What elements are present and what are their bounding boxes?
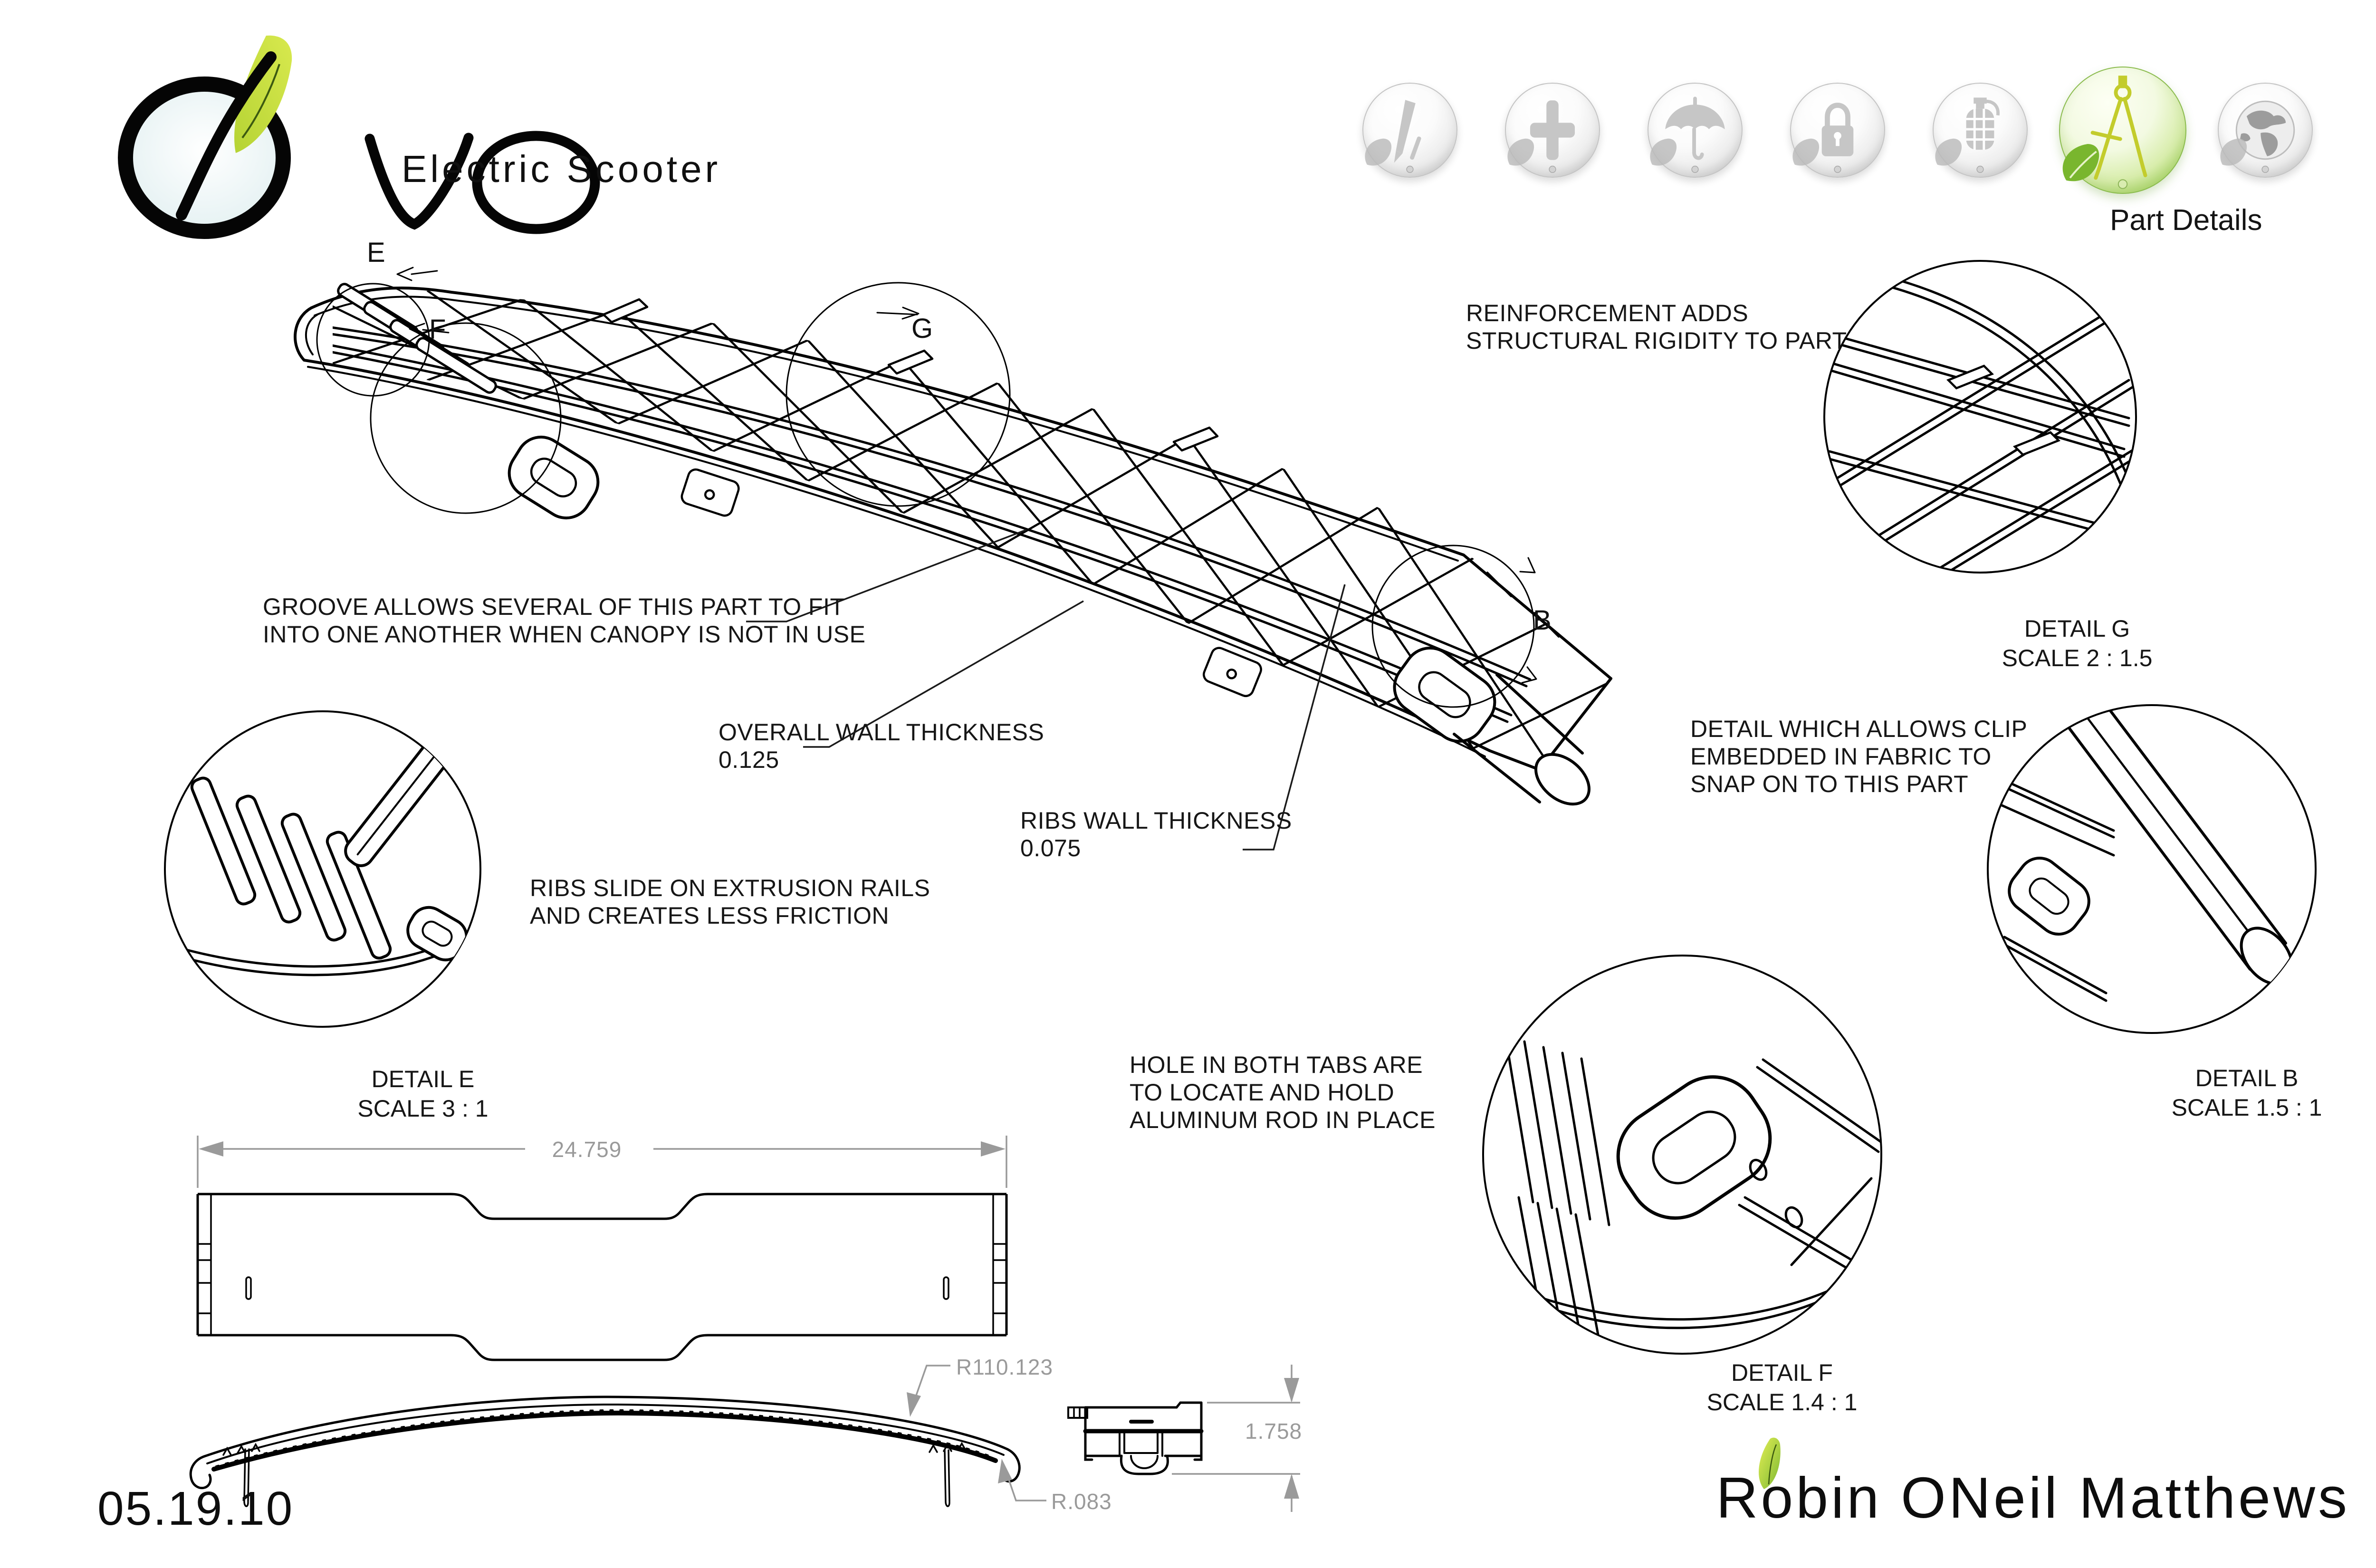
detail-b-label: DETAIL B SCALE 1.5 : 1 <box>2123 1063 2370 1122</box>
screw-dot <box>2261 165 2269 173</box>
plus-icon <box>1507 100 1575 173</box>
detail-f-view <box>1482 955 1882 1355</box>
side-profile-view <box>189 1396 1021 1507</box>
grenade-button[interactable] <box>1933 83 2028 178</box>
detail-g-view <box>1823 260 2137 574</box>
umbrella-button[interactable] <box>1648 83 1743 178</box>
detail-f-label: DETAIL F SCALE 1.4 : 1 <box>1658 1358 1906 1417</box>
toolbar: Part Details <box>0 0 2376 247</box>
logo-vo-letters <box>364 131 600 234</box>
section-height-dimension <box>1172 1365 1300 1512</box>
view-letter-e: E <box>367 237 385 268</box>
detail-f-scale: SCALE 1.4 : 1 <box>1706 1389 1858 1415</box>
leaf-overlay-icon <box>1650 138 1677 166</box>
radius-dimensions <box>907 1365 1046 1501</box>
detail-e-label: DETAIL E SCALE 3 : 1 <box>299 1064 546 1123</box>
globe-button[interactable] <box>2218 83 2313 178</box>
leaf-overlay-icon <box>1507 138 1534 166</box>
logo-o-mark <box>118 35 292 239</box>
detail-g-scale: SCALE 2 : 1.5 <box>2002 645 2153 671</box>
screw-dot <box>2117 179 2128 189</box>
pencil-icon <box>1365 100 1421 173</box>
leaf-overlay-icon <box>1792 138 1820 166</box>
ovo-logo <box>118 35 600 239</box>
logo-tagline: Electric Scooter <box>402 148 721 190</box>
annotation-clip-detail: DETAIL WHICH ALLOWS CLIP EMBEDDED IN FAB… <box>1690 716 2028 797</box>
detail-b-view <box>1987 704 2317 1034</box>
leaf-overlay-icon <box>2220 138 2247 166</box>
detail-g-label: DETAIL G SCALE 2 : 1.5 <box>1954 614 2201 673</box>
compass-icon <box>2062 76 2147 189</box>
annotation-overall-wall: OVERALL WALL THICKNESS 0.125 <box>719 719 1044 773</box>
detail-g-title: DETAIL G <box>2024 615 2130 642</box>
leaf-overlay-icon <box>1935 138 1962 166</box>
annotation-groove: GROOVE ALLOWS SEVERAL OF THIS PART TO FI… <box>263 593 866 648</box>
compass-button-active[interactable] <box>2059 67 2186 194</box>
detail-e-scale: SCALE 3 : 1 <box>357 1095 489 1122</box>
canopy-radius-value: R110.123 <box>956 1355 1054 1379</box>
pencil-button[interactable] <box>1362 83 1457 178</box>
overall-width-value: 24.759 <box>552 1137 622 1162</box>
detail-b-title: DETAIL B <box>2195 1065 2299 1091</box>
screw-dot <box>1406 165 1414 173</box>
leaf-overlay-icon <box>2062 144 2099 182</box>
view-letter-f: F <box>429 314 446 345</box>
grenade-icon <box>1935 97 2000 173</box>
isometric-part-view <box>294 267 1612 806</box>
top-orthographic-view <box>196 1193 1008 1361</box>
detail-e-title: DETAIL E <box>371 1066 475 1092</box>
view-letter-g: G <box>911 313 933 344</box>
plus-button[interactable] <box>1505 83 1600 178</box>
overall-width-dimension <box>197 1136 1007 1188</box>
lock-button[interactable] <box>1790 83 1885 178</box>
detail-e-view <box>164 710 481 1028</box>
signature-leaf-icon <box>1759 1437 1781 1489</box>
detail-b-scale: SCALE 1.5 : 1 <box>2171 1094 2322 1121</box>
annotation-reinforcement: REINFORCEMENT ADDS STRUCTURAL RIGIDITY T… <box>1466 300 1847 354</box>
screw-dot <box>1549 165 1556 173</box>
annotation-hole-tabs: HOLE IN BOTH TABS ARE TO LOCATE AND HOLD… <box>1130 1052 1436 1133</box>
leaf-overlay-icon <box>1365 138 1392 166</box>
globe-icon <box>2220 100 2295 173</box>
screw-dot <box>1691 165 1699 173</box>
lock-icon <box>1792 103 1854 173</box>
author-signature: Robin ONeil Matthews <box>1716 1465 2350 1530</box>
end-section-view <box>1067 1401 1204 1475</box>
screw-dot <box>1834 165 1841 173</box>
detail-f-title: DETAIL F <box>1731 1359 1833 1386</box>
annotation-ribs-wall: RIBS WALL THICKNESS 0.075 <box>1020 807 1292 861</box>
section-height-value: 1.758 <box>1245 1419 1303 1444</box>
annotation-ribs-slide: RIBS SLIDE ON EXTRUSION RAILS AND CREATE… <box>530 875 930 929</box>
screw-dot <box>1976 165 1984 173</box>
sheet-date: 05.19.10 <box>97 1482 294 1535</box>
toolbar-active-label[interactable]: Part Details <box>2110 204 2262 237</box>
annotation-leaders <box>746 529 1346 851</box>
logo-leaf-icon <box>234 35 292 153</box>
umbrella-icon <box>1650 96 1725 173</box>
view-letter-b: B <box>1533 605 1552 636</box>
edge-radius-value: R.083 <box>1051 1489 1112 1514</box>
